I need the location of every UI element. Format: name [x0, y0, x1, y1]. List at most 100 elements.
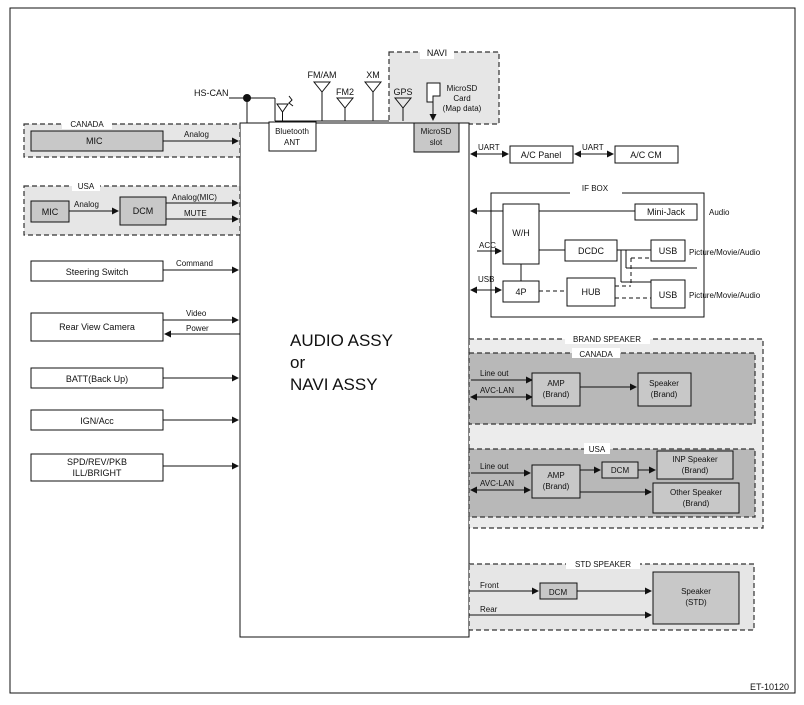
std-spk-label-2: (STD): [685, 598, 707, 607]
microsd-card-icon: [426, 82, 441, 103]
main-title-1: AUDIO ASSY: [290, 331, 393, 350]
usa-mute-label: MUTE: [184, 209, 207, 218]
gps-label: GPS: [393, 87, 412, 97]
usb-box-2: [650, 279, 686, 309]
spd-box: [30, 453, 164, 482]
outer-frame: [9, 7, 796, 694]
usa-mic-label: MIC: [42, 207, 59, 217]
minijack-box: [634, 203, 698, 221]
main-assy-box: [239, 122, 470, 638]
usb-in-label: USB: [478, 275, 494, 284]
brand-speaker-label: BRAND SPEAKER: [573, 335, 641, 344]
usa-label: USA: [78, 182, 95, 191]
brand-canada-label: CANADA: [579, 350, 613, 359]
b-usa-amp-box: [531, 464, 581, 499]
usb-box1-label: USB: [659, 246, 678, 256]
usb-box2-label: USB: [659, 290, 678, 300]
std-dcm-label: DCM: [549, 588, 568, 597]
steering-switch-box: [30, 260, 164, 282]
audio-label: Audio: [709, 208, 730, 217]
b-usa-amp-label-1: AMP: [547, 471, 564, 480]
sd-card-label-2: Card: [453, 94, 470, 103]
brand-canada-group: [468, 352, 756, 425]
uart2-label: UART: [582, 143, 604, 152]
b-can-lineout-label: Line out: [480, 369, 509, 378]
b-usa-amp-label-2: (Brand): [543, 482, 570, 491]
b-usa-avc-label: AVC-LAN: [480, 479, 514, 488]
dcdc-label: DCDC: [578, 246, 604, 256]
usa-dcm-box: [119, 196, 167, 226]
fmam-antenna-icon: [312, 81, 332, 121]
steering-switch-label: Steering Switch: [66, 267, 129, 277]
canada-mic-label: MIC: [86, 136, 103, 146]
b-usa-other-box: [652, 482, 740, 514]
ac-cm-box: [614, 145, 679, 164]
ac-cm-label: A/C CM: [630, 150, 662, 160]
navi-label: NAVI: [427, 48, 447, 58]
b-can-amp-label-1: AMP: [547, 379, 564, 388]
xm-label: XM: [366, 70, 380, 80]
fm2-label: FM2: [336, 87, 354, 97]
b-usa-lineout-label: Line out: [480, 462, 509, 471]
hs-can-label: HS-CAN: [194, 88, 229, 98]
usa-analog-label: Analog: [74, 200, 99, 209]
usa-dcm-label: DCM: [133, 206, 154, 216]
hub-label: HUB: [581, 287, 600, 297]
b-can-avc-label: AVC-LAN: [480, 386, 514, 395]
b-can-amp-label-2: (Brand): [543, 390, 570, 399]
b-usa-inp-box: [656, 450, 734, 480]
fm2-antenna-icon: [335, 97, 355, 121]
hub-box: [566, 277, 616, 307]
ac-panel-label: A/C Panel: [521, 150, 562, 160]
b-usa-other-label-1: Other Speaker: [670, 488, 722, 497]
ifbox-label: IF BOX: [582, 184, 609, 193]
command-label: Command: [176, 259, 213, 268]
b-can-spk-label-1: Speaker: [649, 379, 679, 388]
std-spk-label-1: Speaker: [681, 587, 711, 596]
sd-slot-label-1: MicroSD: [421, 127, 452, 136]
figure-code: ET-10120: [750, 682, 789, 692]
wh-label: W/H: [512, 228, 530, 238]
bluetooth-ant-box: [268, 121, 317, 152]
rear-camera-label: Rear View Camera: [59, 322, 135, 332]
b-can-spk-label-2: (Brand): [651, 390, 678, 399]
b-can-amp-box: [531, 372, 581, 407]
bluetooth-antenna-icon: [276, 95, 294, 122]
xm-antenna-icon: [363, 81, 383, 121]
b-usa-other-label-2: (Brand): [683, 499, 710, 508]
minijack-label: Mini-Jack: [647, 207, 686, 217]
main-title-3: NAVI ASSY: [290, 375, 378, 394]
rear-label: Rear: [480, 605, 498, 614]
usb-box-1: [650, 239, 686, 262]
pma2-label: Picture/Movie/Audio: [689, 291, 761, 300]
video-label: Video: [186, 309, 207, 318]
std-speaker-box: [652, 571, 740, 625]
b-usa-inp-label-2: (Brand): [682, 466, 709, 475]
ign-label: IGN/Acc: [80, 416, 114, 426]
rear-camera-box: [30, 312, 164, 342]
spd-label-1: SPD/REV/PKB: [67, 457, 127, 467]
power-label: Power: [186, 324, 209, 333]
sd-card-label-3: (Map data): [443, 104, 482, 113]
std-speaker-label: STD SPEAKER: [575, 560, 631, 569]
sd-slot-label-2: slot: [430, 138, 443, 147]
uart1-label: UART: [478, 143, 500, 152]
ac-panel-box: [509, 145, 574, 164]
fmam-label: FM/AM: [308, 70, 337, 80]
sd-card-label-1: MicroSD: [447, 84, 478, 93]
batt-label: BATT(Back Up): [66, 374, 128, 384]
acc-label: ACC: [479, 241, 496, 250]
microsd-slot-box: [413, 122, 460, 153]
canada-label: CANADA: [70, 120, 104, 129]
brand-usa-label: USA: [589, 445, 606, 454]
b-usa-inp-label-1: INP Speaker: [672, 455, 718, 464]
main-title-2: or: [290, 353, 305, 372]
spd-label-2: ILL/BRIGHT: [72, 468, 122, 478]
b-usa-dcm-label: DCM: [611, 466, 630, 475]
canada-analog-label: Analog: [184, 130, 209, 139]
bluetooth-ant-label-1: Bluetooth: [275, 127, 309, 136]
front-label: Front: [480, 581, 499, 590]
gps-antenna-icon: [393, 97, 413, 121]
pma1-label: Picture/Movie/Audio: [689, 248, 761, 257]
